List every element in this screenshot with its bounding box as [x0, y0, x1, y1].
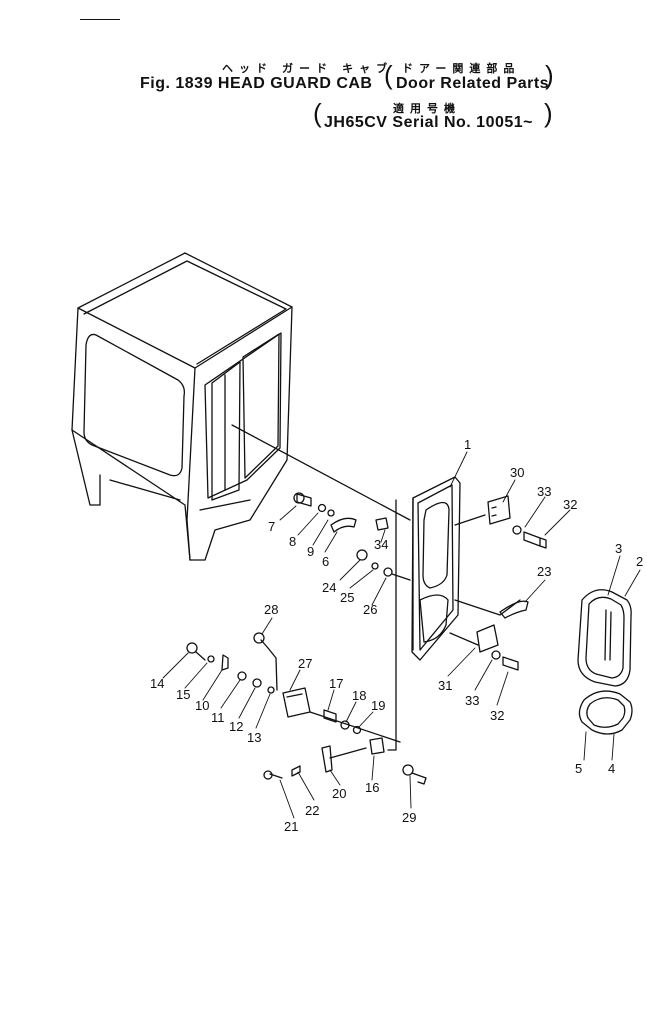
- callout-24: 24: [322, 580, 336, 595]
- callout-32: 32: [563, 497, 577, 512]
- small-parts-10-15: [186, 642, 275, 694]
- callout-20: 20: [332, 786, 346, 801]
- title-block: ヘッド ガード キャブ ( ドアー関連部品 ) Fig. 1839 HEAD G…: [0, 0, 647, 140]
- callout-31: 31: [438, 678, 452, 693]
- hinge-part-31: [476, 624, 519, 671]
- callout-23: 23: [537, 564, 551, 579]
- callout-15: 15: [176, 687, 190, 702]
- callout-9: 9: [307, 544, 314, 559]
- bracket-parts-6-9: [293, 492, 357, 533]
- hinge-part-30: [487, 495, 547, 549]
- close-paren: ): [545, 60, 554, 90]
- callout-18: 18: [352, 688, 366, 703]
- callout-17: 17: [329, 676, 343, 691]
- callout-5: 5: [575, 761, 582, 776]
- callout-14: 14: [150, 676, 164, 691]
- callout-30: 30: [510, 465, 524, 480]
- top-rule: [80, 19, 120, 20]
- callout-26: 26: [363, 602, 377, 617]
- callout-labels: 1 30 33 32 3 2 23 34 7 8 9 6 24 25 26 28…: [150, 437, 643, 834]
- figure-title: Fig. 1839 HEAD GUARD CAB: [140, 75, 373, 92]
- callout-3: 3: [615, 541, 622, 556]
- figure-subtitle: Door Related Parts: [396, 75, 550, 92]
- pin-parts-24-26-34: [356, 517, 411, 581]
- callout-1: 1: [464, 437, 471, 452]
- callout-6: 6: [322, 554, 329, 569]
- callout-27: 27: [298, 656, 312, 671]
- head-guard-cab: [71, 252, 411, 561]
- callout-11: 11: [211, 710, 225, 725]
- open-paren-2: (: [313, 98, 322, 128]
- callout-29: 29: [402, 810, 416, 825]
- japanese-applicable: 適用号機: [393, 103, 461, 115]
- japanese-title: ヘッド ガード キャブ: [222, 63, 394, 75]
- close-paren-2: ): [544, 98, 553, 128]
- bolt-parts-17-19: [323, 709, 362, 735]
- window-seal-parts-4-5: [578, 690, 633, 735]
- callout-19: 19: [371, 698, 385, 713]
- latch-lever-parts-16-20: [263, 499, 397, 780]
- door-frame-part-1: [411, 476, 521, 661]
- callout-16: 16: [365, 780, 379, 795]
- callout-32b: 32: [490, 708, 504, 723]
- callout-33: 33: [537, 484, 551, 499]
- leader-lines: [162, 451, 641, 819]
- callout-2: 2: [636, 554, 643, 569]
- key-part-29: [402, 764, 427, 785]
- callout-34: 34: [374, 537, 388, 552]
- callout-7: 7: [268, 519, 275, 534]
- japanese-subtitle: ドアー関連部品: [402, 63, 521, 75]
- callout-33b: 33: [465, 693, 479, 708]
- serial-number: JH65CV Serial No. 10051~: [324, 114, 534, 131]
- door-stop-part-23: [499, 600, 529, 619]
- lock-plate-part-27: [253, 632, 401, 743]
- callout-25: 25: [340, 590, 354, 605]
- callout-28: 28: [264, 602, 278, 617]
- callout-13: 13: [247, 730, 261, 745]
- open-paren: (: [384, 60, 393, 90]
- callout-22: 22: [305, 803, 319, 818]
- callout-12: 12: [229, 719, 243, 734]
- callout-21: 21: [284, 819, 298, 834]
- callout-10: 10: [195, 698, 209, 713]
- callout-8: 8: [289, 534, 296, 549]
- window-glass-parts-2-3: [577, 589, 632, 687]
- callout-4: 4: [608, 761, 615, 776]
